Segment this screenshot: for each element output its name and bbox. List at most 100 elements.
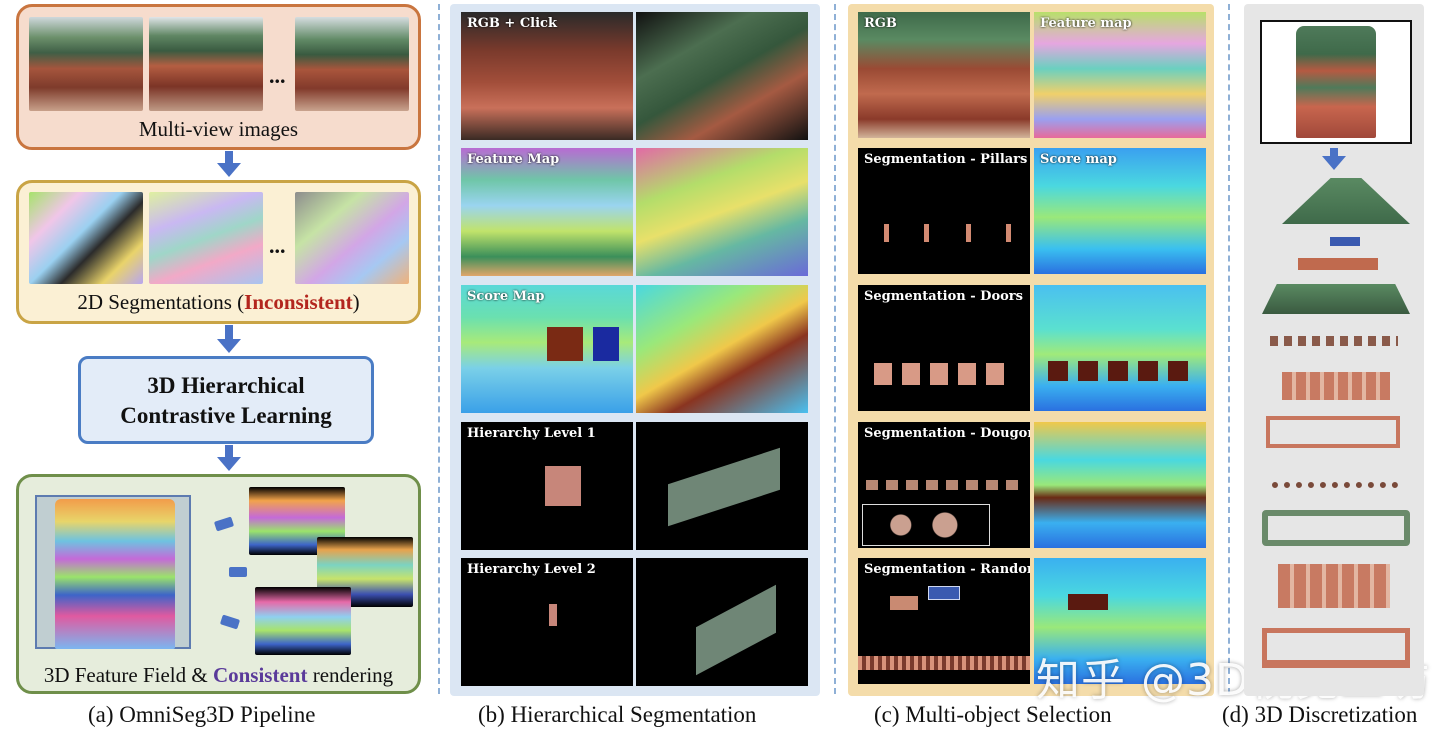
segmentations-label-prefix: 2D Segmentations ( xyxy=(77,290,245,314)
arrow-down-icon xyxy=(217,457,241,471)
multi-right-label: Feature map xyxy=(1040,16,1132,31)
hier-row-label: Hierarchy Level 2 xyxy=(467,562,596,577)
multiview-thumb-2 xyxy=(149,17,263,111)
multi-feature: Feature map xyxy=(1034,12,1206,138)
hier-row-label: RGB + Click xyxy=(467,16,557,31)
level2-roof-mask xyxy=(696,584,776,676)
feature-building xyxy=(55,499,175,649)
hier-row-label: Score Map xyxy=(467,289,545,304)
segmentation-thumb-2 xyxy=(149,192,263,284)
feature-field-label-suffix: rendering xyxy=(307,663,394,687)
part-middle-wall xyxy=(1282,372,1390,400)
part-middle-floor xyxy=(1266,416,1400,448)
door-hotspots xyxy=(1048,361,1192,381)
multi-doors: Segmentation - Doors xyxy=(858,285,1030,411)
segmentations-label: 2D Segmentations (Inconsistent) xyxy=(19,290,418,315)
hier-rgb-right xyxy=(636,12,808,140)
multi-pillars: Segmentation - Pillars xyxy=(858,148,1030,274)
pillar-mask xyxy=(1006,224,1011,242)
hier-feature-left: Feature Map xyxy=(461,148,633,276)
caption-c: (c) Multi-object Selection xyxy=(874,702,1112,727)
hier-row-label: Hierarchy Level 1 xyxy=(467,426,596,441)
multi-left-label: Segmentation - Random xyxy=(864,562,1030,577)
arrow-down-icon xyxy=(217,339,241,353)
segmentations-label-suffix: ) xyxy=(352,290,360,314)
hcl-line-1: 3D Hierarchical xyxy=(147,373,305,398)
multi-left-label: RGB xyxy=(864,16,897,31)
door-mask xyxy=(874,363,1014,385)
multi-left-label: Segmentation - Pillars xyxy=(864,152,1028,167)
pillar-mask xyxy=(884,224,889,242)
score-hotspot xyxy=(547,327,583,361)
feature-field-label-prefix: 3D Feature Field & xyxy=(43,663,213,687)
pillar-mask xyxy=(924,224,929,242)
feature-field-label: 3D Feature Field & Consistent rendering xyxy=(19,663,418,688)
discretization-arrow-shaft xyxy=(1330,148,1338,158)
multiview-images-box: ... Multi-view images xyxy=(16,4,421,150)
segmentations-box: ... 2D Segmentations (Inconsistent) xyxy=(16,180,421,324)
arrow-shaft-2 xyxy=(225,325,233,341)
multi-score-doors xyxy=(1034,285,1206,411)
level1-roof-mask xyxy=(668,447,780,527)
hier-level1-right xyxy=(636,422,808,550)
segmentation-ellipsis: ... xyxy=(269,233,286,258)
level1-mask xyxy=(545,466,581,506)
part-lower-wall xyxy=(1278,564,1390,608)
part-lower-roof xyxy=(1262,510,1410,546)
multiview-thumb-1 xyxy=(29,17,143,111)
random-mask-sign xyxy=(928,586,960,600)
multi-dougong: Segmentation - Dougong xyxy=(858,422,1030,548)
part-sign xyxy=(1330,237,1360,246)
level2-mask xyxy=(549,604,557,626)
part-base-rail xyxy=(1262,628,1410,668)
part-dougong xyxy=(1270,336,1398,346)
arrow-shaft-1 xyxy=(225,151,233,165)
multi-score-random xyxy=(1034,558,1206,684)
feature-field-box: 3D Feature Field & Consistent rendering xyxy=(16,474,421,694)
camera-icon xyxy=(213,516,235,532)
pillar-mask xyxy=(966,224,971,242)
hier-rgb-left: RGB + Click xyxy=(461,12,633,140)
hier-score-left: Score Map xyxy=(461,285,633,413)
caption-d: (d) 3D Discretization xyxy=(1222,702,1418,727)
hier-level1-left: Hierarchy Level 1 xyxy=(461,422,633,550)
score-coldspot xyxy=(593,327,619,361)
camera-icon xyxy=(229,567,247,577)
hier-feature-right xyxy=(636,148,808,276)
segmentation-thumb-3 xyxy=(295,192,409,284)
part-top-wall xyxy=(1298,258,1378,270)
multiview-label: Multi-view images xyxy=(138,117,299,141)
random-mask-rail xyxy=(858,656,1030,670)
multi-rgb: RGB xyxy=(858,12,1030,138)
multi-random: Segmentation - Random xyxy=(858,558,1030,684)
separator-2 xyxy=(834,4,836,694)
multiview-thumb-3 xyxy=(295,17,409,111)
consistent-emphasis: Consistent xyxy=(212,663,308,687)
arrow-down-icon xyxy=(217,163,241,177)
contrastive-learning-title: 3D Hierarchical Contrastive Learning xyxy=(81,371,371,431)
hier-level2-left: Hierarchy Level 2 xyxy=(461,558,633,686)
multi-left-label: Segmentation - Dougong xyxy=(864,426,1030,441)
camera-icon xyxy=(219,614,241,630)
multi-score-dougong xyxy=(1034,422,1206,548)
hier-score-right xyxy=(636,285,808,413)
dougong-zoom-inset xyxy=(862,504,990,546)
random-hotspot xyxy=(1068,594,1108,610)
caption-a: (a) OmniSeg3D Pipeline xyxy=(88,702,316,727)
contrastive-learning-box: 3D Hierarchical Contrastive Learning xyxy=(78,356,374,444)
full-building xyxy=(1296,26,1376,138)
arrow-down-icon xyxy=(1322,156,1346,170)
hier-level2-right xyxy=(636,558,808,686)
hcl-line-2: Contrastive Learning xyxy=(120,403,332,428)
separator-3 xyxy=(1228,4,1230,694)
inconsistent-emphasis: Inconsistent xyxy=(244,290,353,314)
part-lower-dougong xyxy=(1272,470,1398,488)
part-middle-roof xyxy=(1262,284,1410,314)
multiview-ellipsis: ... xyxy=(269,63,286,88)
caption-b: (b) Hierarchical Segmentation xyxy=(478,702,757,727)
random-mask-door xyxy=(890,596,918,610)
multi-left-label: Segmentation - Doors xyxy=(864,289,1023,304)
hier-row-label: Feature Map xyxy=(467,152,560,167)
dougong-mask xyxy=(866,480,1026,490)
segmentation-thumb-1 xyxy=(29,192,143,284)
